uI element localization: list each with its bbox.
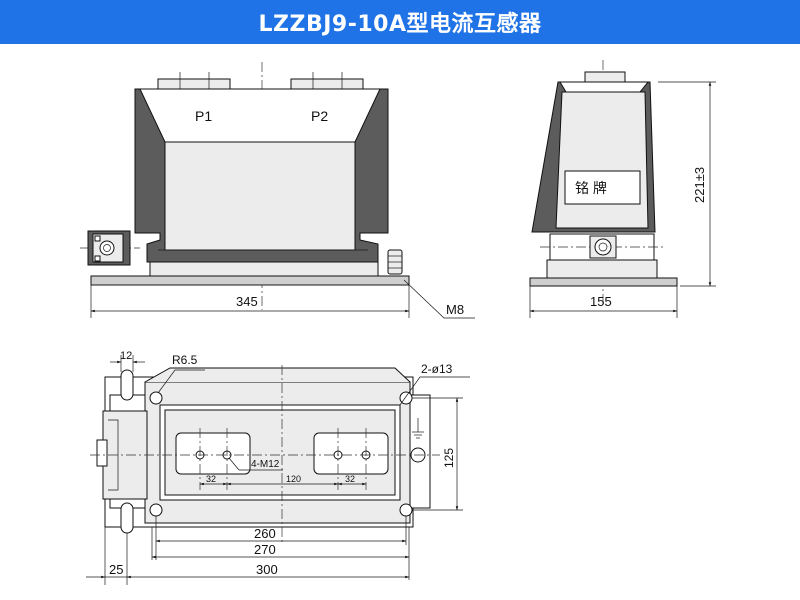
side-inner-panel	[555, 91, 649, 229]
m8-label: M8	[446, 302, 464, 317]
slot-top-left	[120, 369, 134, 401]
top-body-bevel	[144, 367, 411, 383]
dim-270-label: 270	[254, 542, 276, 557]
side-base-upper	[546, 259, 658, 279]
dim-32-left-label: 32	[206, 474, 216, 484]
hole-top-left	[149, 391, 163, 405]
front-base-plate	[90, 275, 410, 286]
front-top-face	[139, 88, 381, 143]
dim-260-label: 260	[254, 526, 276, 541]
dim-125-label: 125	[442, 448, 456, 468]
dim-345-label: 345	[236, 294, 258, 309]
slot-bottom-left	[120, 502, 134, 534]
top-terminal-p1	[175, 432, 251, 475]
terminal-p1-label: P1	[195, 108, 212, 124]
dim-32-right-label: 32	[345, 474, 355, 484]
holes-label: 2-ø13	[421, 362, 453, 376]
top-terminal-p2	[313, 432, 389, 475]
top-view: 32 120 32 4-M12 12 R6.5 2-ø13 125	[86, 350, 470, 585]
front-view: P1 P2 345 M8	[80, 62, 475, 319]
page-title: LZZBJ9-10A型电流互感器	[258, 12, 542, 37]
dim-25-label: 25	[109, 562, 123, 577]
dim-120-label: 120	[286, 474, 301, 484]
title-bar: LZZBJ9-10A型电流互感器	[0, 0, 800, 44]
hole-bottom-right	[399, 503, 413, 517]
radius-label: R6.5	[172, 353, 198, 367]
dim-221-label: 221±3	[692, 167, 707, 203]
secondary-terminal-bolt	[99, 240, 115, 256]
side-base-plate	[529, 277, 678, 287]
r65-leader	[157, 369, 205, 394]
dim-300-label: 300	[256, 562, 278, 577]
dim-12-label: 12	[120, 350, 132, 362]
front-inner-panel	[164, 141, 356, 251]
terminal-p1-block	[157, 78, 231, 90]
dim-155-label: 155	[590, 294, 612, 309]
nameplate	[564, 170, 641, 205]
nameplate-label: 铭 牌	[575, 180, 607, 196]
holes-leader	[399, 376, 470, 406]
front-base-upper	[149, 261, 379, 277]
side-bolt-head	[594, 238, 612, 256]
m8-leader	[403, 279, 475, 319]
terminal-p2-label: P2	[311, 108, 328, 124]
terminal-p2-block	[290, 78, 364, 90]
thread-label: 4-M12	[251, 459, 280, 470]
side-view: 铭 牌 221±3 155	[529, 60, 716, 318]
hole-bottom-left	[149, 503, 163, 517]
side-top-terminal	[584, 71, 626, 83]
